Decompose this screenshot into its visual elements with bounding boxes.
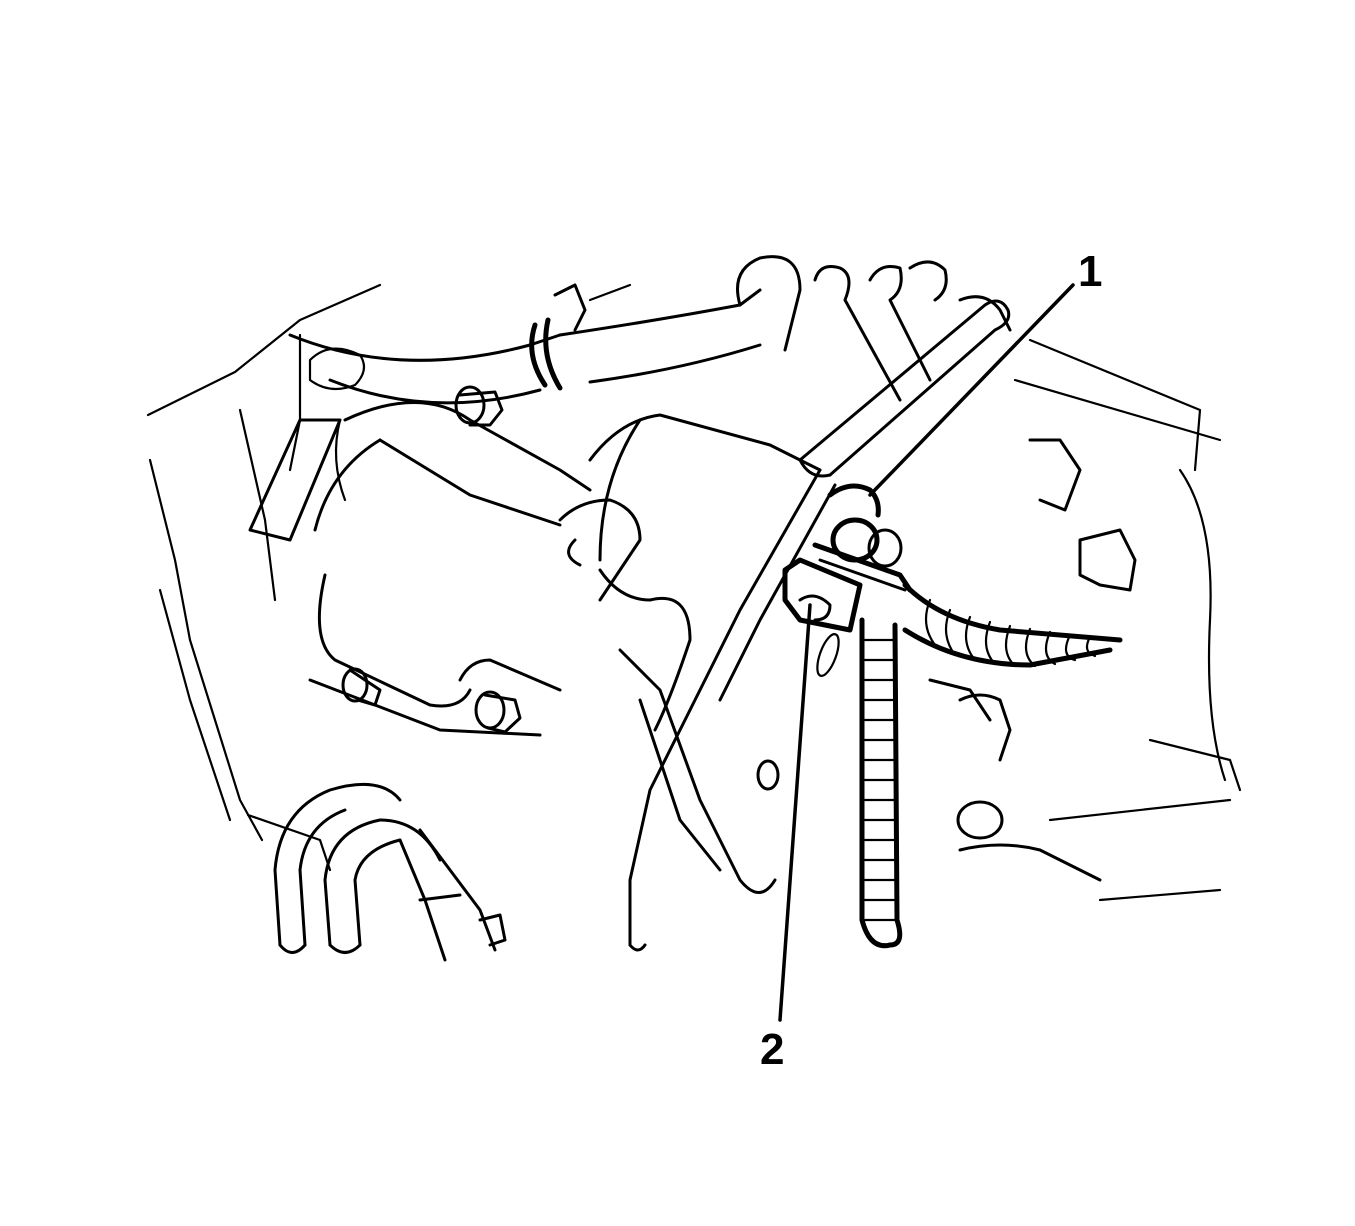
wiring-harness-down xyxy=(859,617,903,949)
callout-label-1: 1 xyxy=(1078,247,1103,296)
lower-hoses xyxy=(273,782,647,962)
callout-label-2: 2 xyxy=(760,1025,785,1074)
lower-right-components xyxy=(816,633,1102,882)
callout-1-leader xyxy=(868,283,1075,497)
upper-hose xyxy=(288,255,802,405)
mounting-bolts xyxy=(341,385,780,791)
s-terminal-connector xyxy=(782,557,863,633)
starter-motor-body xyxy=(248,401,822,894)
diagonal-tube xyxy=(628,299,1011,947)
engine-block-outline xyxy=(146,283,1242,902)
intake-runners xyxy=(813,260,1012,402)
wiring-harness-right xyxy=(902,438,1137,668)
callout-2-leader xyxy=(778,603,812,1022)
